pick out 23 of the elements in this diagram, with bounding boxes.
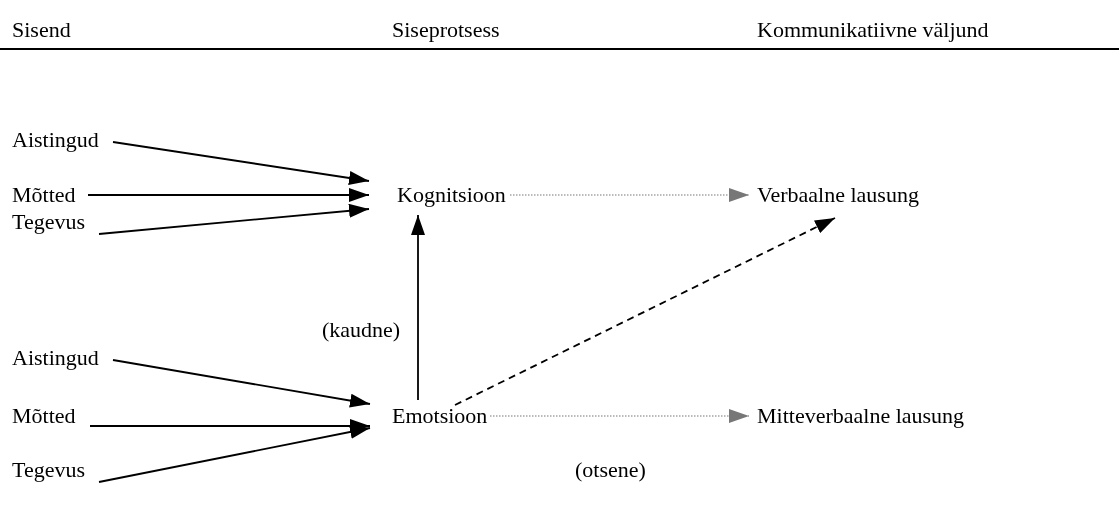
node-text: Kognitsioon [397,182,506,208]
arrow [112,359,371,408]
arrow [411,214,425,401]
arrow [98,203,370,235]
node-text: Emotsioon [392,403,488,429]
node-text: Mitteverbaalne lausung [757,403,965,429]
node-text: Tegevus [12,457,85,483]
column-heading: Kommunikatiivne väljund [757,17,989,43]
dotted-arrow [489,409,750,423]
node-text: Aistingud [12,127,99,153]
arrow [98,425,371,483]
column-heading: Siseprotsess [392,17,500,43]
arrow [112,141,370,185]
node-text: Verbaalne lausung [757,182,919,208]
column-heading: Sisend [12,17,71,43]
arrow [87,188,370,202]
dashed-arrow [454,217,836,406]
node-text: Mõtted [12,182,76,208]
dotted-arrow [509,188,750,202]
path-label: (otsene) [575,457,646,483]
node-text: Tegevus [12,209,85,235]
node-text: Mõtted [12,403,76,429]
node-text: Aistingud [12,345,99,371]
